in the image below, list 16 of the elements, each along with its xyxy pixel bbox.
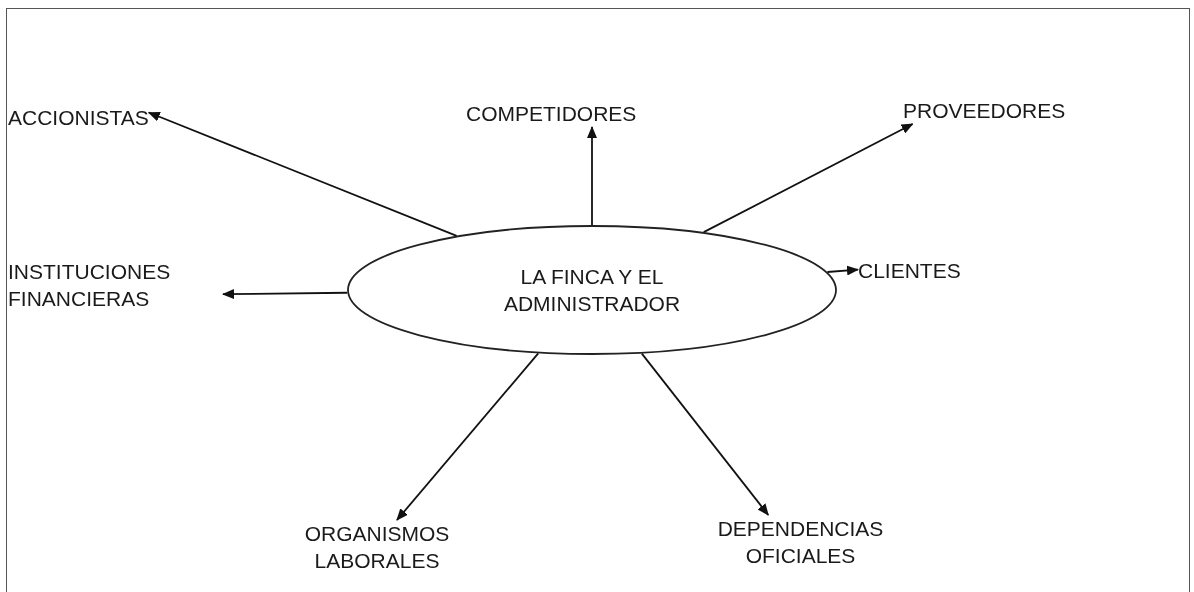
stakeholder-label: ACCIONISTAS — [8, 104, 149, 131]
stakeholder-label: COMPETIDORES — [466, 100, 637, 127]
stakeholder-label: INSTITUCIONES FINANCIERAS — [8, 258, 223, 312]
arrow — [826, 265, 859, 276]
stakeholder-label: PROVEEDORES — [903, 97, 1066, 124]
arrow — [640, 352, 770, 516]
stakeholder-label: DEPENDENCIAS OFICIALES — [693, 515, 908, 569]
arrow — [147, 111, 458, 237]
ellipse-node — [347, 225, 837, 355]
arrow — [587, 126, 597, 226]
arrow — [702, 123, 914, 234]
stakeholder-label: ORGANISMOS LABORALES — [272, 520, 482, 574]
arrow — [222, 289, 349, 300]
node-label: LA FINCA Y EL ADMINISTRADOR — [502, 264, 682, 317]
stakeholder-label: CLIENTES — [858, 257, 961, 284]
arrow — [396, 352, 540, 521]
